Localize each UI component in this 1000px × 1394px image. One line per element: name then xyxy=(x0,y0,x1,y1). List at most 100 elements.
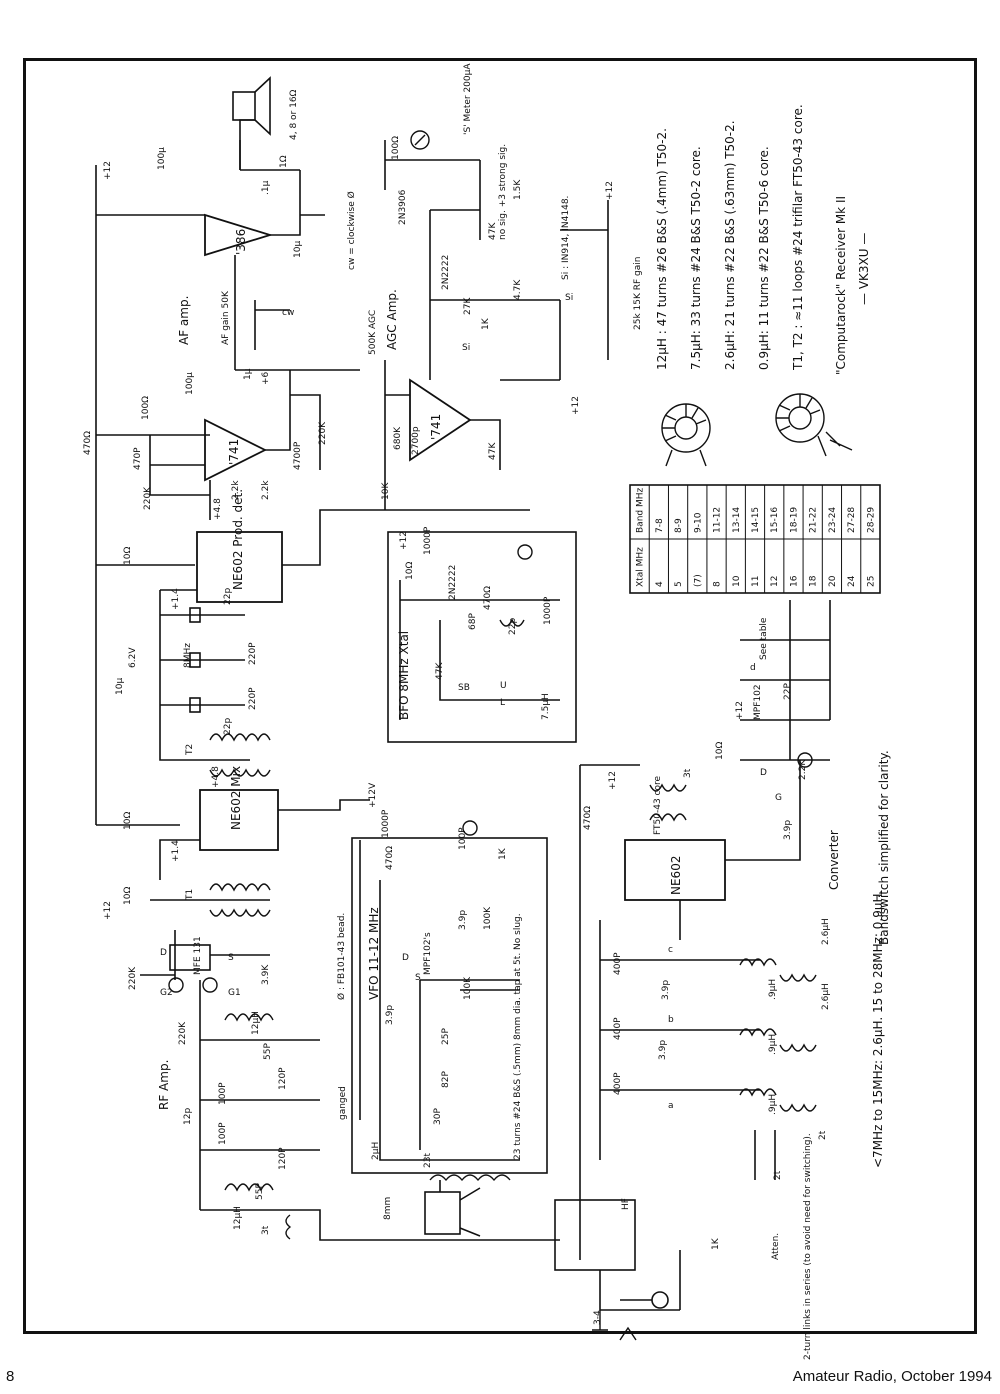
l09u-a: .9μH xyxy=(768,979,778,1000)
rail-plus14-det: +1.4 xyxy=(171,588,181,610)
r470-vfo: 470Ω xyxy=(385,846,395,870)
r22k-conv: 2.2K xyxy=(798,759,808,780)
agc-amp-label: AGC Amp. xyxy=(385,289,399,350)
c220p-b: 220P xyxy=(248,687,258,710)
tune-cap-label: 8mm xyxy=(383,1197,393,1220)
table-header-xtal: Xtal MHz xyxy=(636,547,646,587)
component-values: 100μ 100μ 10μ 10μ 1μ .1μ 10Ω 10Ω 10Ω 10Ω… xyxy=(83,136,831,1250)
sig-note: no sig. +3 strong sig. xyxy=(498,144,508,240)
t2-link-a: 2t xyxy=(818,1130,828,1140)
switch-d: d xyxy=(750,663,756,673)
table-cell-xtal: 20 xyxy=(828,575,838,587)
table-cell-xtal: 18 xyxy=(809,575,819,587)
table-cell-xtal: 4 xyxy=(655,581,665,587)
rail-plus14-mix: +1.4 xyxy=(171,840,181,862)
table-header-band: Band MHz xyxy=(636,488,646,534)
bjt-agc-label: 2N2222 xyxy=(441,255,451,290)
schematic-frame xyxy=(23,58,977,1334)
cw-label: cw xyxy=(282,308,294,318)
rail-plus12-agc: +12 xyxy=(571,396,581,415)
coil-note-4: 0.9μH: 11 turns #22 B&S T50-6 core. xyxy=(757,146,771,370)
pin-s-vfo: S xyxy=(415,973,421,983)
coil-note-3: 2.6μH: 21 turns #22 B&S (.63mm) T50-2. xyxy=(723,120,737,370)
table-cell-band: 9-10 xyxy=(693,512,703,533)
c400p-b: 400P xyxy=(613,1017,623,1040)
pin-d-conv: D xyxy=(760,768,767,778)
t3-conv: 3t xyxy=(683,768,693,778)
r1k-atten: 1K xyxy=(711,1237,721,1250)
c120p-a: 120P xyxy=(278,1067,288,1090)
r100-meter: 100Ω xyxy=(391,136,401,160)
r1k-vfo: 1K xyxy=(498,847,508,860)
c55p-a: 55P xyxy=(263,1043,273,1060)
table-cell-xtal: 11 xyxy=(751,576,761,587)
r10-det: 10Ω xyxy=(123,547,133,565)
converter-ic-label: NE602 xyxy=(669,856,683,895)
table-cell-band: 14-15 xyxy=(751,507,761,533)
pin-g-conv: G xyxy=(775,793,782,803)
r220k-fb: 220K xyxy=(318,421,328,445)
table-cell-xtal: 25 xyxy=(866,576,876,587)
meter-label: 'S' Meter 200μA xyxy=(463,63,473,135)
c1000p-bfo-out: 1000P xyxy=(543,596,553,625)
c100u-af: 100μ xyxy=(157,147,167,170)
mfe-label: MFE 131 xyxy=(193,936,203,975)
bjt-meter-label: 2N3906 xyxy=(398,189,408,225)
af-gain-label: AF gain 50K xyxy=(221,290,231,345)
t2-link-b: 2t xyxy=(773,1170,783,1180)
r220k-g2: 220K xyxy=(178,1021,188,1045)
c100p-b: 100P xyxy=(218,1122,228,1145)
c10u-af: 10μ xyxy=(293,241,303,258)
r22k-b: 2.2k xyxy=(261,480,271,500)
title-line1: "Computarock" Receiver Mk II xyxy=(834,196,848,375)
c470p: 470P xyxy=(133,447,143,470)
l75u: 7.5μH xyxy=(541,693,551,720)
c39p-a: 3.9p xyxy=(661,980,671,1000)
rail-plus12v: +12V xyxy=(368,782,378,808)
rail-plus12-rf: +12 xyxy=(103,901,113,920)
rf-gain-label: 25k 15K RF gain xyxy=(633,257,643,330)
r10-conv: 10Ω xyxy=(715,742,725,760)
agc-ic-label: '741 xyxy=(429,414,443,440)
zener-label: 6.2V xyxy=(128,647,138,668)
ft50-core-note: FT50-43 core xyxy=(653,776,663,835)
c30p: 30P xyxy=(433,1108,443,1125)
links-note: 2-turn links in series (to avoid need fo… xyxy=(803,1133,813,1360)
table-cell-band: 28-29 xyxy=(866,507,876,533)
rotated-labels: "Computarock" Receiver Mk II — VK3XU — 1… xyxy=(103,63,891,1360)
c22p-det: 22p xyxy=(223,588,233,605)
c39p-b: 3.9p xyxy=(658,1040,668,1060)
rail-plus48-det: +4.8 xyxy=(213,498,223,520)
r470-bfo: 470Ω xyxy=(483,586,493,610)
see-table-note: See table xyxy=(759,617,769,660)
atten-label: Atten. xyxy=(771,1233,781,1260)
diode-si-a: Si xyxy=(462,343,470,353)
switch-c: c xyxy=(668,945,673,955)
vfo-coil-note: 23 turns #24 B&S (.5mm) 8mm dia. tap at … xyxy=(513,913,523,1160)
af-amp-label: AF amp. xyxy=(177,296,191,345)
rail-plus12-top: +12 xyxy=(103,161,113,180)
c120p-b: 120P xyxy=(278,1147,288,1170)
r100: 100Ω xyxy=(141,396,151,420)
diodes-note: Si : IN914, IN4148. xyxy=(561,196,571,280)
r15k: 1.5K xyxy=(513,179,523,200)
r47k-bfo: 47K xyxy=(435,662,445,680)
c55p-b: 55P xyxy=(255,1183,265,1200)
r220k-in: 220K xyxy=(143,486,153,510)
table-cell-xtal: 24 xyxy=(847,575,857,587)
xtal-8mhz-label: 8MHz xyxy=(183,643,193,668)
r22k-a: 2.2k xyxy=(231,480,241,500)
product-det-label: NE602 Prod. det. xyxy=(231,489,245,590)
pin-d-rf: D xyxy=(160,948,167,958)
c1000p-bfo: 1000P xyxy=(423,526,433,555)
switch-b: b xyxy=(668,1015,674,1025)
rf-amp-label: RF Amp. xyxy=(157,1060,171,1110)
r27k: 27K xyxy=(463,297,473,315)
converter-label: Converter xyxy=(827,830,841,890)
table-cell-band: 27-28 xyxy=(847,507,857,533)
c400p-c: 400P xyxy=(613,1072,623,1095)
range-label: 3-4 xyxy=(593,1310,603,1325)
mixer-label: NE602 Mix xyxy=(229,766,243,830)
title-line2: — VK3XU — xyxy=(857,233,871,305)
toroid-icon xyxy=(661,393,853,467)
